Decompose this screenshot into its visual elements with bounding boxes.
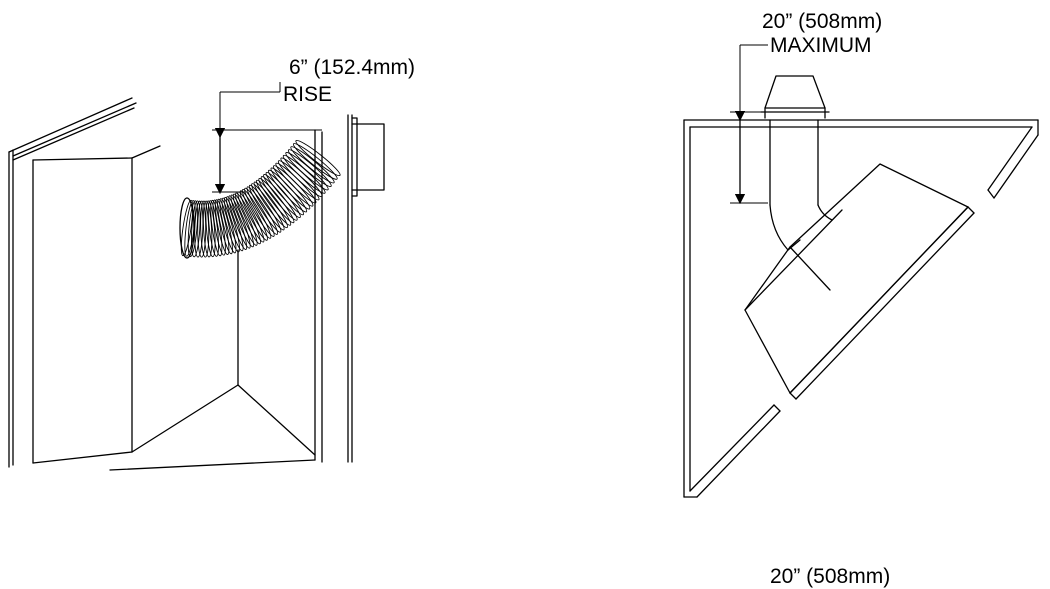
duct-rib bbox=[239, 190, 268, 241]
duct-rib bbox=[221, 197, 240, 253]
duct-rib bbox=[200, 200, 210, 258]
duct-rib bbox=[180, 199, 194, 257]
duct-rib bbox=[202, 200, 213, 258]
rise-value-label: 6” (152.4mm) bbox=[289, 56, 415, 79]
duct-rib bbox=[219, 198, 237, 254]
duct-rib bbox=[287, 149, 332, 187]
flexible-duct bbox=[179, 139, 341, 259]
duct-rib bbox=[223, 196, 244, 252]
hood-body bbox=[32, 129, 316, 471]
duct-rib bbox=[187, 200, 199, 258]
duct-rib bbox=[241, 189, 272, 239]
duct-rib bbox=[258, 177, 295, 224]
duct-rib bbox=[244, 187, 275, 237]
cabinet-left-side bbox=[8, 97, 137, 468]
duct-rib bbox=[253, 181, 288, 229]
maximum-label: MAXIMUM bbox=[770, 34, 872, 57]
duct-rib bbox=[260, 176, 298, 221]
duct-rib bbox=[263, 174, 301, 218]
bottom-caption: 20” (508mm) bbox=[770, 565, 890, 588]
right-figure-corner-hood: 20” (508mm) MAXIMUM bbox=[683, 10, 1039, 498]
duct-rib bbox=[228, 195, 251, 249]
duct-rib bbox=[207, 200, 219, 257]
duct-rib bbox=[210, 199, 223, 257]
rise-dimension bbox=[212, 82, 322, 195]
duct-rib bbox=[295, 139, 341, 177]
corner-walls bbox=[683, 119, 1039, 498]
duct-rib bbox=[205, 200, 216, 258]
duct-rib bbox=[235, 192, 261, 245]
roof-cap bbox=[760, 75, 830, 119]
duct-rib bbox=[197, 200, 207, 258]
duct-rib bbox=[248, 184, 282, 233]
duct-rib bbox=[212, 199, 226, 256]
maximum-dimension bbox=[730, 44, 768, 205]
range-hood-body bbox=[744, 163, 969, 394]
duct-rib bbox=[290, 146, 335, 184]
duct-rib bbox=[191, 200, 201, 258]
wall-section bbox=[321, 114, 353, 463]
duct-rib bbox=[251, 183, 285, 231]
duct-rib bbox=[226, 196, 248, 250]
duct-rib bbox=[256, 179, 292, 226]
rise-label: RISE bbox=[283, 83, 332, 106]
duct-rib bbox=[232, 193, 258, 246]
duct-rib bbox=[292, 143, 338, 180]
duct-rib bbox=[246, 186, 279, 235]
left-figure-cabinet-vent: 6” (152.4mm) RISE bbox=[8, 56, 415, 471]
duct-rib bbox=[194, 200, 204, 258]
duct-rib bbox=[230, 194, 255, 248]
duct-rib bbox=[214, 199, 230, 256]
duct-rib bbox=[217, 198, 233, 255]
maximum-value-label: 20” (508mm) bbox=[762, 10, 882, 33]
wall-cap bbox=[351, 117, 385, 197]
vent-pipe bbox=[769, 119, 833, 251]
